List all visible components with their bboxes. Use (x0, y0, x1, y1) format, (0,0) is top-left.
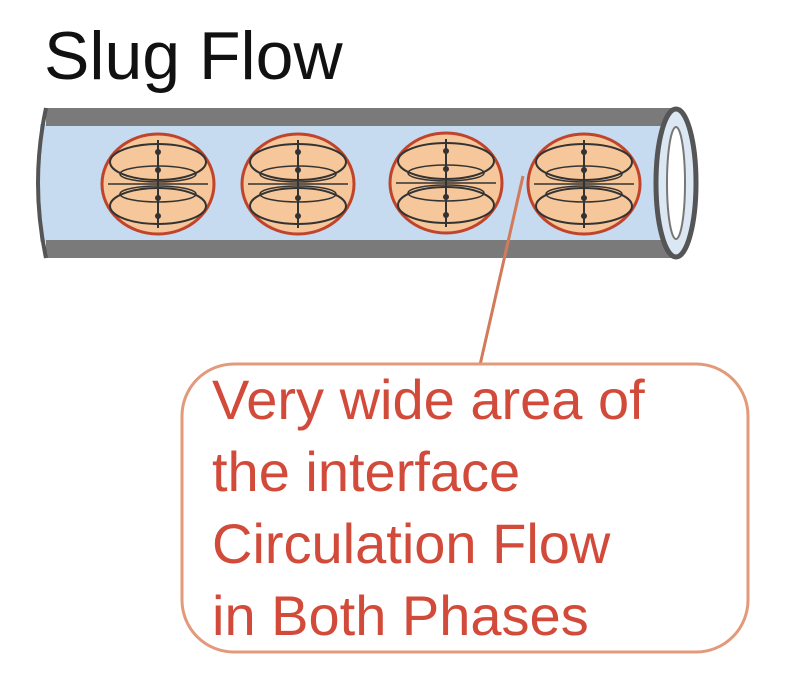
flow-arrow-marker (295, 213, 301, 219)
flow-arrow-marker (581, 149, 587, 155)
slug (388, 131, 504, 235)
callout-line: the interface (212, 440, 521, 503)
callout-leader-line (478, 175, 525, 366)
callout-line: Very wide area of (212, 368, 645, 431)
diagram-title: Slug Flow (44, 18, 343, 94)
slug-group (100, 131, 642, 236)
flow-arrow-marker (443, 194, 449, 200)
pipe-right-inner (666, 126, 686, 240)
flow-arrow-marker (581, 213, 587, 219)
flow-arrow-marker (295, 149, 301, 155)
pipe-top-wall (46, 108, 680, 126)
slug (100, 132, 216, 236)
callout-line: in Both Phases (212, 584, 589, 647)
flow-arrow-marker (443, 148, 449, 154)
slug (240, 132, 356, 236)
flow-arrow-marker (295, 195, 301, 201)
slug (526, 132, 642, 236)
flow-arrow-marker (155, 195, 161, 201)
callout-text: Very wide area of the interface Circulat… (212, 364, 752, 652)
flow-arrow-marker (155, 149, 161, 155)
flow-arrow-marker (581, 167, 587, 173)
flow-arrow-marker (443, 166, 449, 172)
callout-line: Circulation Flow (212, 512, 611, 575)
flow-arrow-marker (295, 167, 301, 173)
flow-arrow-marker (155, 167, 161, 173)
flow-arrow-marker (581, 195, 587, 201)
pipe-bottom-wall (46, 240, 680, 258)
callout-box (180, 362, 750, 654)
pipe-left-end (36, 107, 48, 259)
flow-arrow-marker (155, 213, 161, 219)
flow-arrow-marker (443, 212, 449, 218)
